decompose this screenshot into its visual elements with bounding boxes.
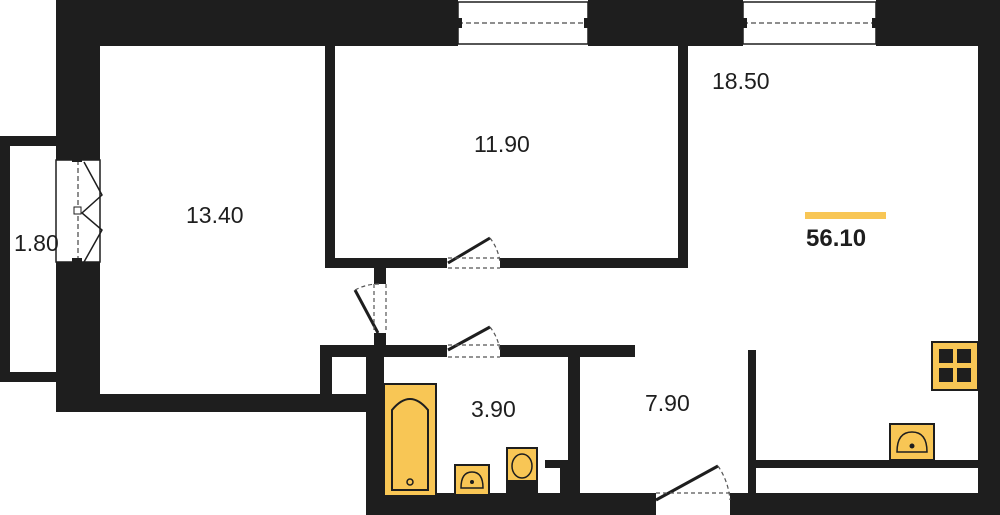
total-area-accent-bar (805, 212, 886, 219)
area-label-bedroom: 11.90 (474, 131, 530, 157)
area-label-balcony: 1.80 (14, 230, 59, 256)
entrance-door (655, 464, 731, 502)
toilet-icon (506, 447, 538, 497)
outer-walls (56, 0, 1000, 515)
area-label-big-room: 13.40 (186, 202, 244, 228)
area-label-living: 18.50 (712, 68, 770, 94)
door-bedroom (447, 236, 501, 269)
balcony-door (55, 156, 103, 264)
sink-icon (454, 464, 490, 496)
window-top-1 (456, 1, 590, 45)
area-label-hall: 7.90 (645, 390, 690, 416)
balcony (0, 136, 56, 382)
area-label-bathroom: 3.90 (471, 396, 516, 422)
door-bathroom (447, 325, 501, 358)
total-area: 56.10 (806, 225, 867, 252)
bathtub-icon (383, 383, 437, 497)
interior-walls (320, 46, 978, 500)
window-top-2 (741, 1, 878, 45)
kitchen-sink-icon (889, 423, 935, 461)
door-big-room (353, 283, 387, 334)
stove-icon (931, 341, 979, 391)
